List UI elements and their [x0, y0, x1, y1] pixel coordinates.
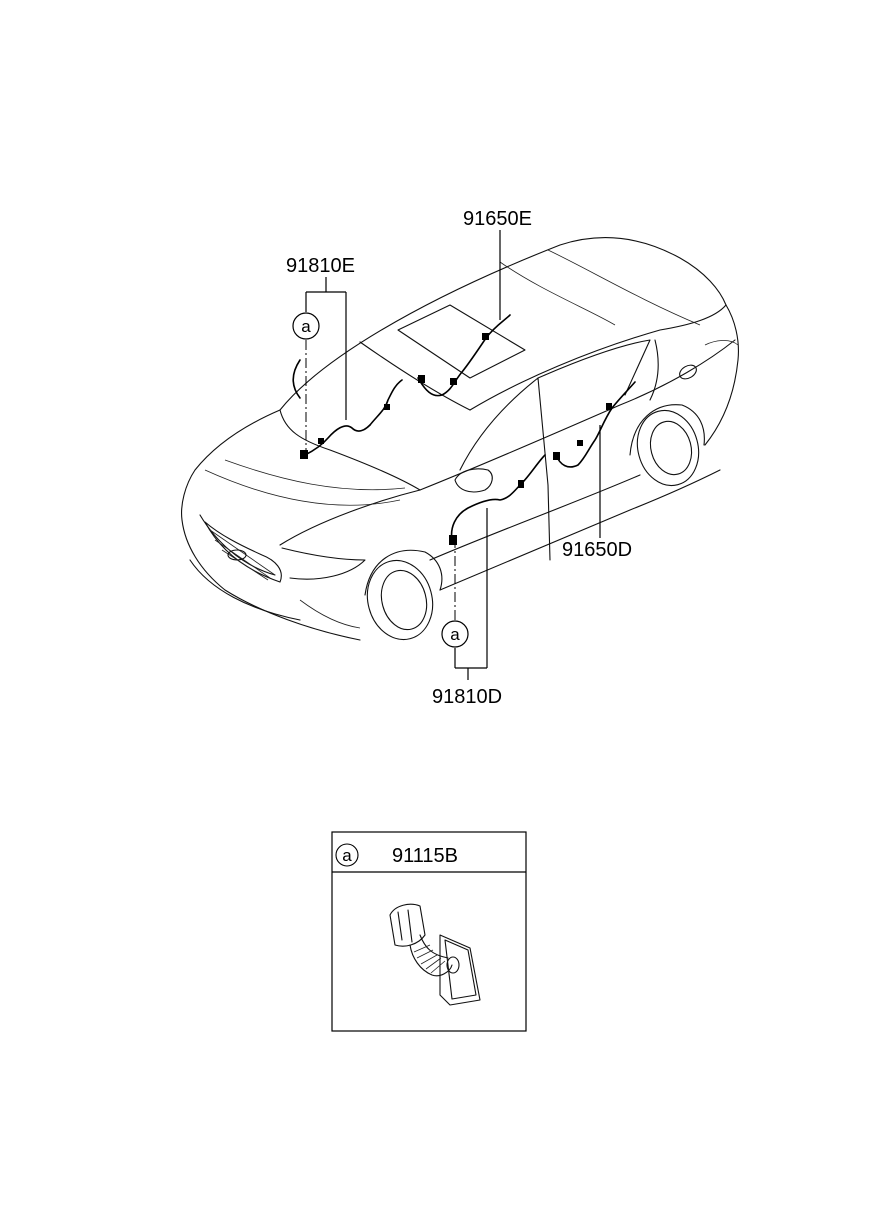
connector	[518, 480, 524, 488]
connector	[449, 535, 457, 545]
callout-a-bottom: a	[441, 620, 469, 648]
connector	[384, 404, 390, 410]
harness-91810e	[292, 359, 403, 459]
harness-91810d	[449, 454, 546, 545]
callout-letter: a	[450, 625, 460, 644]
leader-91810d	[454, 508, 488, 680]
connector	[450, 378, 457, 385]
connector	[577, 440, 583, 446]
connector	[318, 438, 324, 444]
harness-91650e	[417, 314, 511, 397]
car-illustration	[181, 237, 739, 641]
harness-91650d	[553, 381, 636, 468]
connector	[300, 450, 308, 459]
callout-a-top: a	[292, 312, 320, 340]
grommet-part-drawing	[389, 903, 481, 1006]
part-label-91810e: 91810E	[286, 255, 355, 277]
detail-box: a 91115B	[331, 831, 527, 1032]
leader-91810e	[305, 277, 347, 450]
connector	[553, 452, 560, 460]
part-label-91650d: 91650D	[562, 539, 632, 561]
detail-ref-letter: a	[342, 846, 352, 865]
connector	[482, 333, 489, 340]
part-label-91650e: 91650E	[463, 208, 532, 230]
connector	[606, 403, 612, 410]
connector	[418, 375, 425, 383]
part-label-91810d: 91810D	[432, 686, 502, 708]
callout-letter: a	[301, 317, 311, 336]
detail-part-number: 91115B	[392, 845, 458, 867]
